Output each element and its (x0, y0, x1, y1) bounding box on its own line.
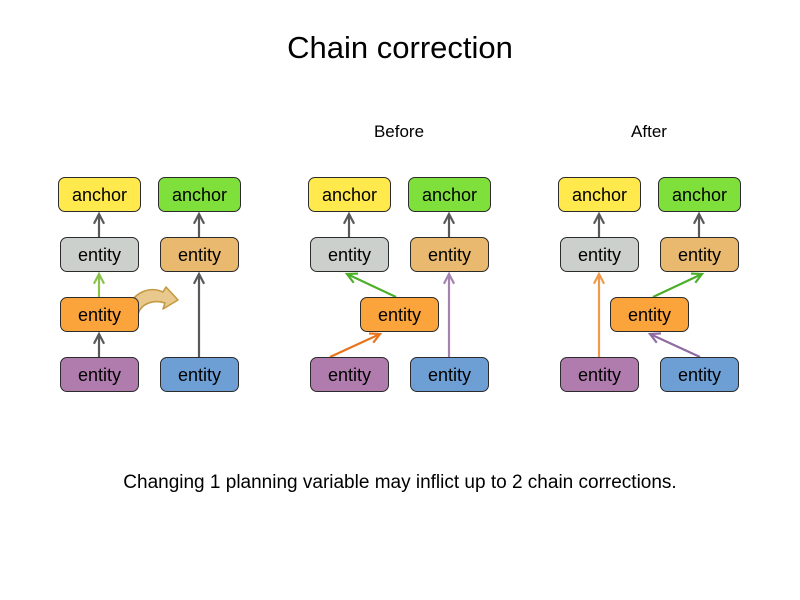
node-l-entity-grey: entity (60, 237, 139, 272)
node-label: anchor (171, 184, 228, 205)
node-b-entity-purple: entity (310, 357, 389, 392)
node-a-entity-purple: entity (560, 357, 639, 392)
edge-b-entity-orange-to-b-entity-grey (344, 272, 397, 298)
node-b-entity-blue: entity (410, 357, 489, 392)
node-l-anchor-2: anchor (158, 177, 241, 212)
node-label: entity (677, 364, 722, 385)
node-label: anchor (71, 184, 128, 205)
node-a-entity-tan: entity (660, 237, 739, 272)
edge-b-entity-grey-to-b-anchor-1 (342, 211, 356, 237)
node-a-anchor-1: anchor (558, 177, 641, 212)
node-label: anchor (571, 184, 628, 205)
edge-l-entity-grey-to-l-anchor-1 (92, 211, 106, 237)
node-label: entity (677, 244, 722, 265)
node-label: entity (77, 304, 122, 325)
node-label: entity (577, 364, 622, 385)
node-label: entity (627, 304, 672, 325)
node-label: anchor (671, 184, 728, 205)
node-label: entity (177, 364, 222, 385)
node-label: entity (327, 364, 372, 385)
group-label-after: After (631, 122, 667, 141)
node-b-anchor-1: anchor (308, 177, 391, 212)
diagram-caption: Changing 1 planning variable may inflict… (123, 472, 677, 493)
node-label: entity (427, 244, 472, 265)
edge-b-entity-purple-to-b-entity-orange (329, 332, 383, 358)
node-b-anchor-2: anchor (408, 177, 491, 212)
edge-a-entity-grey-to-a-anchor-1 (592, 211, 606, 237)
node-label: entity (77, 244, 122, 265)
node-l-entity-orange: entity (60, 297, 139, 332)
node-label: entity (177, 244, 222, 265)
node-l-entity-purple: entity (60, 357, 139, 392)
node-label: entity (577, 244, 622, 265)
node-l-entity-blue: entity (160, 357, 239, 392)
edge-l-entity-blue-to-l-entity-tan (192, 271, 206, 357)
edge-l-entity-orange-to-l-entity-grey (92, 271, 106, 297)
edge-a-entity-blue-to-a-entity-orange (647, 332, 701, 358)
node-l-entity-tan: entity (160, 237, 239, 272)
edge-a-entity-purple-to-a-entity-grey (592, 271, 606, 357)
edge-b-entity-blue-to-b-entity-tan (442, 271, 456, 357)
node-label: entity (377, 304, 422, 325)
node-a-entity-orange: entity (610, 297, 689, 332)
node-label: anchor (321, 184, 378, 205)
edge-b-entity-tan-to-b-anchor-2 (442, 211, 456, 237)
node-label: entity (327, 244, 372, 265)
node-b-entity-grey: entity (310, 237, 389, 272)
edge-a-entity-orange-to-a-entity-tan (652, 272, 705, 298)
group-label-before: Before (373, 122, 425, 141)
node-a-entity-grey: entity (560, 237, 639, 272)
edge-l-entity-tan-to-l-anchor-2 (192, 211, 206, 237)
node-label: anchor (421, 184, 478, 205)
node-label: entity (427, 364, 472, 385)
edge-a-entity-tan-to-a-anchor-2 (692, 211, 706, 237)
node-l-anchor-1: anchor (58, 177, 141, 212)
node-label: entity (77, 364, 122, 385)
node-a-anchor-2: anchor (658, 177, 741, 212)
edge-l-entity-purple-to-l-entity-orange (92, 331, 106, 357)
page-title: Chain correction (287, 30, 513, 65)
node-b-entity-orange: entity (360, 297, 439, 332)
node-b-entity-tan: entity (410, 237, 489, 272)
node-a-entity-blue: entity (660, 357, 739, 392)
